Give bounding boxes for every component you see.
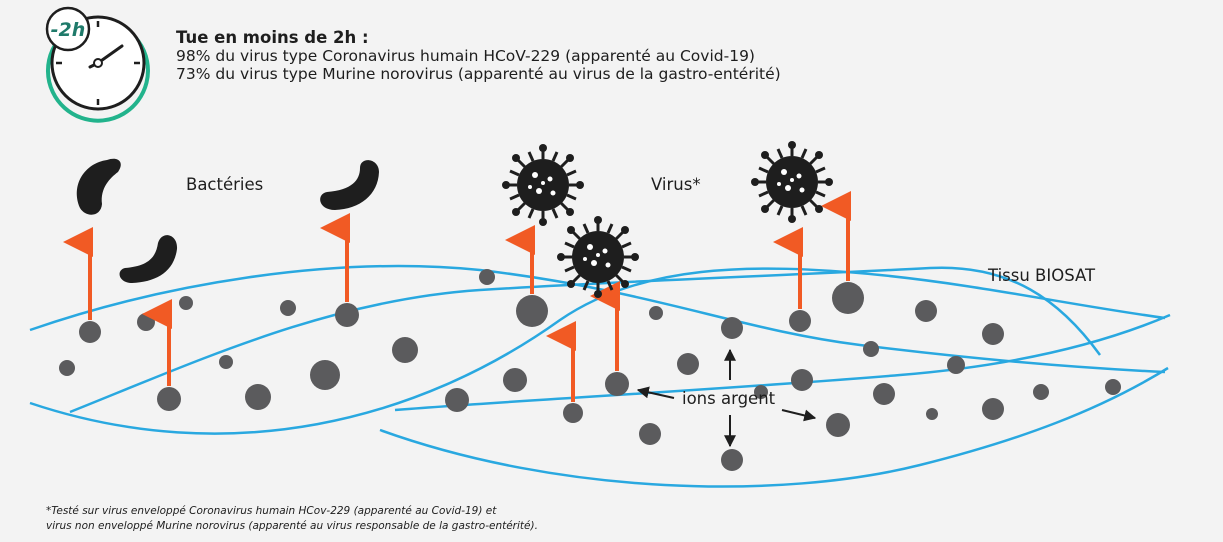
silver-ion (59, 360, 75, 376)
header-block: Tue en moins de 2h : 98% du virus type C… (176, 28, 781, 83)
stopwatch-icon: -2h (45, 6, 150, 123)
silver-ion (392, 337, 418, 363)
silver-ion (79, 321, 101, 343)
footnote-line-1: *Testé sur virus enveloppé Coronavirus h… (46, 505, 497, 517)
bacteria-label: Bactéries (186, 175, 263, 194)
silver-ion (721, 449, 743, 471)
fiber-line (379, 366, 1169, 488)
silver-ion (947, 356, 965, 374)
virus-label: Virus* (651, 175, 701, 194)
bacterium-icon (320, 160, 379, 210)
silver-ion (982, 323, 1004, 345)
silver-ion (789, 310, 811, 332)
silver-ion (826, 413, 850, 437)
virus-icon (751, 141, 833, 223)
virus-icon (557, 216, 639, 298)
silver-ion (563, 403, 583, 423)
silver-ion (982, 398, 1004, 420)
silver-ion (791, 369, 813, 391)
silver-ion (677, 353, 699, 375)
silver-ion (649, 306, 663, 320)
silver-ion (310, 360, 340, 390)
silver-ion (639, 423, 661, 445)
fiber-line (394, 313, 1171, 412)
fabric-fibers (29, 264, 1171, 488)
bacterium-icon (119, 235, 178, 283)
silver-ion (179, 296, 193, 310)
silver-ion (157, 387, 181, 411)
silver-ion (926, 408, 938, 420)
silver-ion (516, 295, 548, 327)
silver-ion (1033, 384, 1049, 400)
silver-ion (754, 385, 768, 399)
timer-label: -2h (51, 19, 86, 41)
ions-label: ions argent (682, 389, 776, 408)
bacterium-icon (76, 158, 121, 215)
silver-ion (1105, 379, 1121, 395)
silver-ion (721, 317, 743, 339)
header-line-1: 98% du virus type Coronavirus humain HCo… (176, 47, 755, 65)
silver-ion (479, 269, 495, 285)
header-line-2: 73% du virus type Murine norovirus (appa… (176, 65, 781, 83)
header-title: Tue en moins de 2h : (176, 28, 369, 47)
bacteria-group (76, 158, 379, 283)
silver-ions (59, 269, 1121, 471)
virus-group (502, 141, 833, 298)
silver-ion (137, 313, 155, 331)
silver-ion (335, 303, 359, 327)
pointer-arrow (636, 386, 675, 399)
footnote-line-2: virus non enveloppé Murine norovirus (ap… (46, 520, 538, 532)
silver-ion (445, 388, 469, 412)
fiber-line (29, 267, 1166, 435)
ion-release-arrows (63, 191, 851, 402)
silver-ion (605, 372, 629, 396)
pointer-arrow (781, 409, 817, 422)
tissue-label: Tissu BIOSAT (987, 266, 1096, 285)
ion-pointer-arrows (636, 348, 817, 448)
silver-ion (915, 300, 937, 322)
silver-ion (219, 355, 233, 369)
silver-ion (503, 368, 527, 392)
virus-icon (502, 144, 584, 226)
silver-ion (832, 282, 864, 314)
silver-ion (280, 300, 296, 316)
silver-ion (245, 384, 271, 410)
silver-ion (863, 341, 879, 357)
silver-ion (873, 383, 895, 405)
